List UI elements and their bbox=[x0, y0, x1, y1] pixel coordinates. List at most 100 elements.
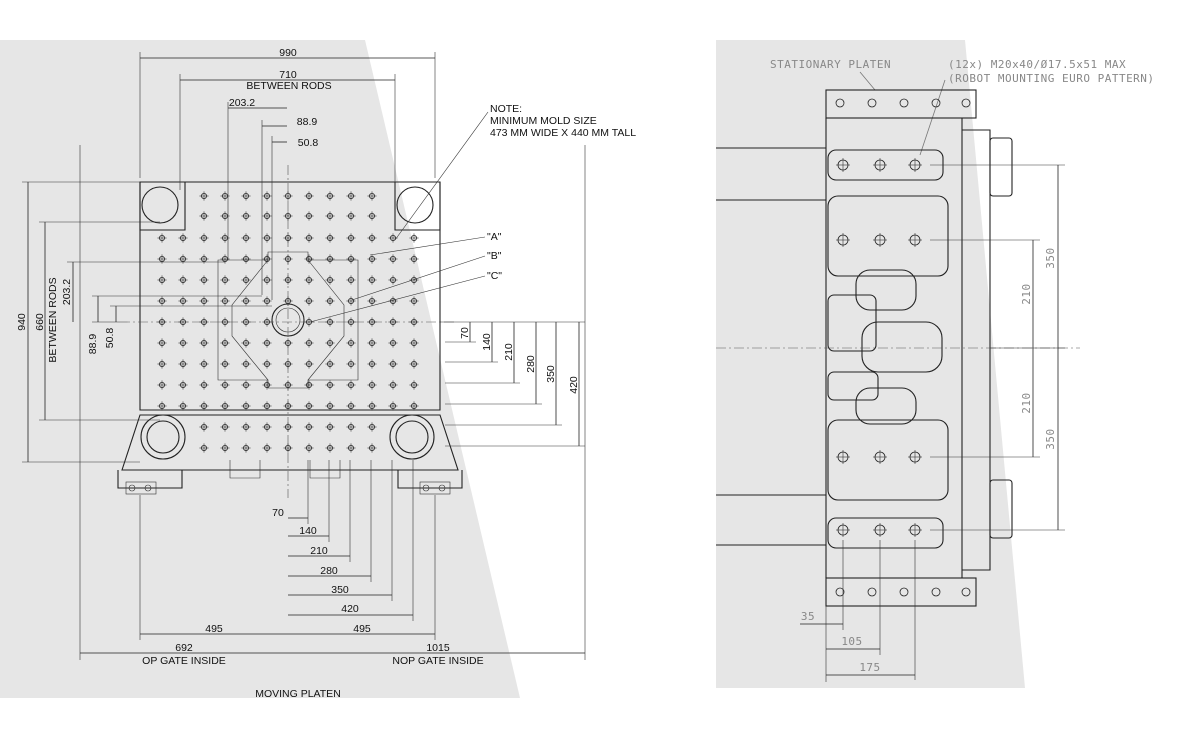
dim-st-35: 35 bbox=[801, 610, 815, 623]
label-op-gate: OP GATE INSIDE bbox=[142, 655, 226, 667]
dim-between-rods-v: 660 bbox=[34, 313, 46, 331]
mounting-hole bbox=[388, 359, 398, 369]
mounting-hole bbox=[178, 317, 188, 327]
dim-overall-width: 990 bbox=[279, 47, 297, 59]
dim-left-495: 495 bbox=[205, 623, 223, 635]
mounting-hole bbox=[346, 233, 356, 243]
mounting-hole bbox=[283, 275, 293, 285]
mounting-hole bbox=[262, 233, 272, 243]
mounting-hole bbox=[220, 296, 230, 306]
tie-rod-hole bbox=[146, 420, 180, 454]
mounting-hole bbox=[836, 158, 850, 172]
mounting-hole bbox=[262, 254, 272, 264]
label-robot-pattern-1: (12x) M20x40/Ø17.5x51 MAX bbox=[948, 58, 1126, 71]
mounting-hole bbox=[409, 254, 419, 264]
mounting-hole bbox=[283, 359, 293, 369]
mounting-hole bbox=[367, 191, 377, 201]
dim-bottom-210: 210 bbox=[310, 545, 328, 557]
note-line-1: MINIMUM MOLD SIZE bbox=[490, 115, 597, 127]
mounting-hole bbox=[325, 191, 335, 201]
note-line-2: 473 MM WIDE X 440 MM TALL bbox=[490, 127, 636, 139]
mounting-hole bbox=[304, 380, 314, 390]
mounting-hole bbox=[304, 191, 314, 201]
stationary-right-dimensions: 350 210 210 350 bbox=[930, 164, 1065, 531]
stationary-platen-body bbox=[716, 89, 1080, 607]
mounting-hole bbox=[836, 523, 850, 537]
mounting-hole bbox=[241, 380, 251, 390]
mounting-hole bbox=[908, 523, 922, 537]
mounting-hole bbox=[836, 450, 850, 464]
mounting-hole bbox=[199, 380, 209, 390]
mounting-hole bbox=[304, 254, 314, 264]
mounting-hole bbox=[241, 296, 251, 306]
mounting-hole bbox=[241, 275, 251, 285]
mounting-hole bbox=[283, 296, 293, 306]
mounting-hole bbox=[409, 233, 419, 243]
mounting-hole bbox=[199, 296, 209, 306]
mounting-hole bbox=[262, 380, 272, 390]
mounting-hole bbox=[304, 338, 314, 348]
stationary-bottom-dimensions: 35 105 175 bbox=[800, 540, 916, 682]
mounting-hole-grid bbox=[157, 191, 419, 453]
stationary-platen-panel: STATIONARY PLATEN (12x) M20x40/Ø17.5x51 … bbox=[716, 40, 1192, 688]
mounting-hole bbox=[199, 191, 209, 201]
mounting-hole bbox=[908, 233, 922, 247]
mounting-hole bbox=[367, 254, 377, 264]
mounting-hole bbox=[388, 380, 398, 390]
mounting-hole bbox=[388, 317, 398, 327]
mounting-hole bbox=[388, 338, 398, 348]
mounting-hole bbox=[262, 359, 272, 369]
tie-rod-hole bbox=[141, 186, 179, 224]
mounting-hole bbox=[873, 450, 887, 464]
mounting-hole bbox=[262, 275, 272, 285]
mounting-hole bbox=[178, 380, 188, 390]
edge-hole bbox=[961, 98, 971, 108]
mounting-hole bbox=[325, 254, 335, 264]
dim-203-h: 203.2 bbox=[229, 97, 255, 109]
dim-st-105: 105 bbox=[841, 635, 862, 648]
mounting-hole bbox=[199, 443, 209, 453]
mounting-hole bbox=[346, 338, 356, 348]
mounting-hole bbox=[157, 359, 167, 369]
mounting-hole bbox=[199, 359, 209, 369]
mounting-hole bbox=[409, 275, 419, 285]
mounting-hole bbox=[199, 422, 209, 432]
mounting-hole bbox=[199, 401, 209, 411]
mounting-hole bbox=[304, 443, 314, 453]
dim-right-280: 280 bbox=[525, 355, 537, 373]
tie-rod-hole bbox=[140, 414, 186, 460]
dim-right-210: 210 bbox=[503, 343, 515, 361]
dim-right-140: 140 bbox=[481, 333, 493, 351]
mounting-hole bbox=[304, 275, 314, 285]
mounting-hole bbox=[199, 317, 209, 327]
mounting-hole bbox=[346, 211, 356, 221]
mold-size-note: NOTE: MINIMUM MOLD SIZE 473 MM WIDE X 44… bbox=[394, 103, 636, 241]
dim-bottom-350: 350 bbox=[331, 584, 349, 596]
mounting-hole bbox=[325, 211, 335, 221]
dim-op-gate: 692 bbox=[175, 642, 193, 654]
mounting-hole bbox=[873, 523, 887, 537]
mounting-hole bbox=[409, 296, 419, 306]
mounting-hole bbox=[262, 443, 272, 453]
platen-edge-holes bbox=[835, 98, 971, 597]
mounting-hole bbox=[304, 296, 314, 306]
label-between-rods-v: BETWEEN RODS bbox=[47, 277, 59, 362]
mounting-hole bbox=[241, 233, 251, 243]
top-dimensions: 990 710 BETWEEN RODS 203.2 88.9 50.8 bbox=[139, 47, 436, 300]
mounting-hole bbox=[157, 233, 167, 243]
callout-a: "A" bbox=[487, 231, 502, 243]
dim-right-350: 350 bbox=[545, 365, 557, 383]
mounting-hole bbox=[367, 275, 377, 285]
dim-st-175: 175 bbox=[859, 661, 880, 674]
moving-platen-outline bbox=[117, 165, 463, 498]
mounting-hole bbox=[283, 338, 293, 348]
callout-c: "C" bbox=[487, 270, 502, 282]
mounting-hole bbox=[262, 211, 272, 221]
mounting-hole bbox=[908, 450, 922, 464]
dim-st-210-top: 210 bbox=[1020, 283, 1033, 304]
label-between-rods-h: BETWEEN RODS bbox=[246, 80, 331, 92]
mounting-hole bbox=[199, 211, 209, 221]
mounting-hole bbox=[241, 191, 251, 201]
mounting-hole bbox=[346, 359, 356, 369]
